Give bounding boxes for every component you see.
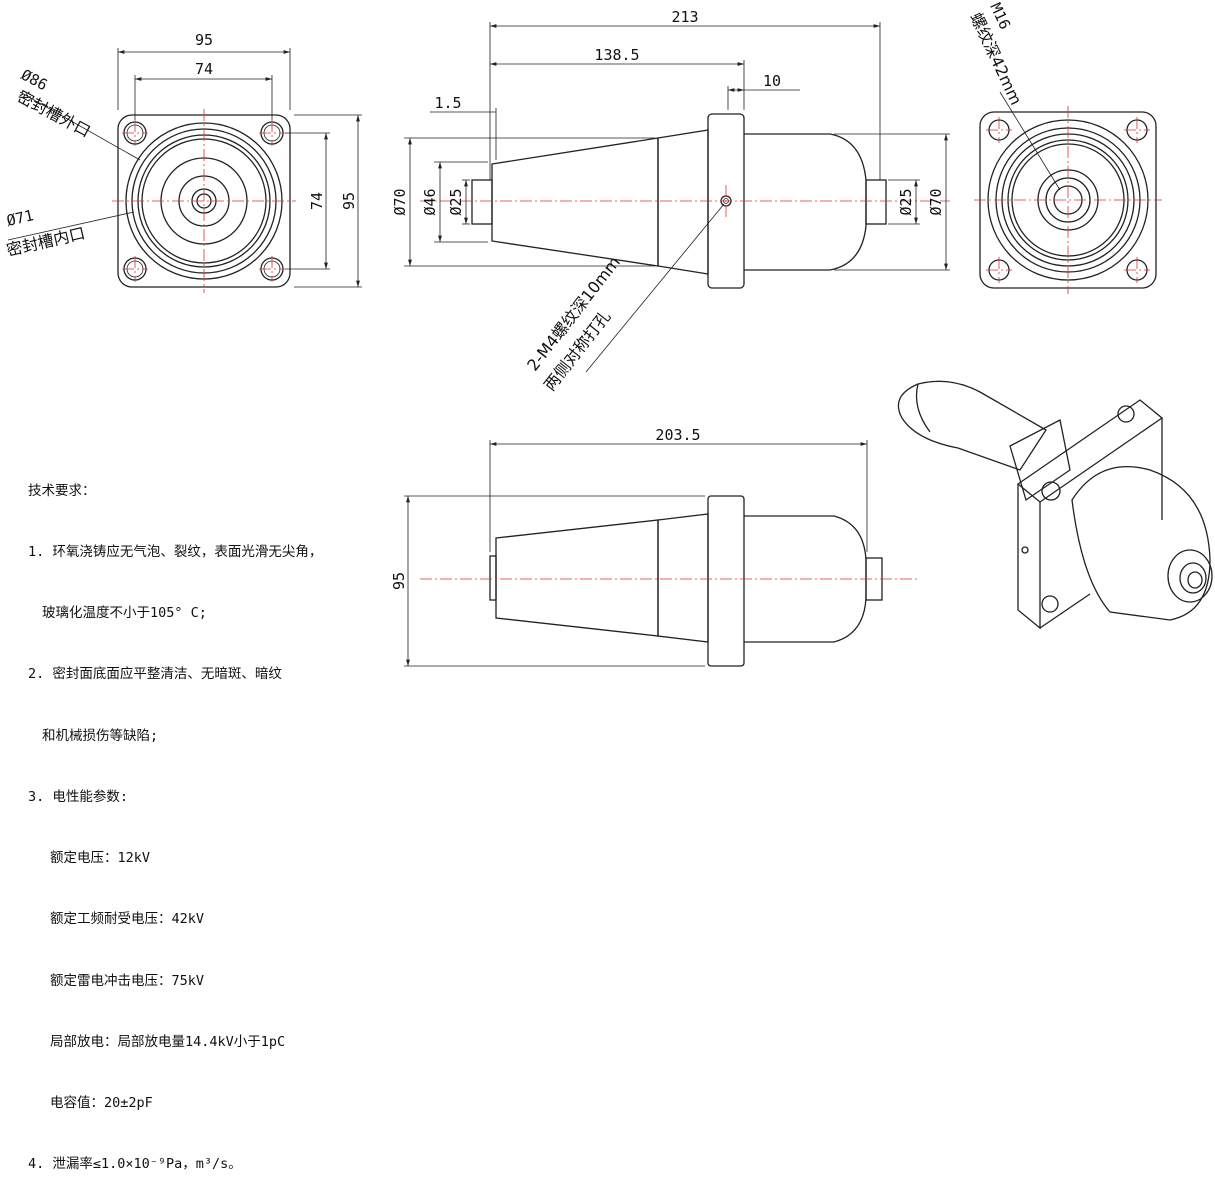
bottom-view: 203.5 95 [390, 426, 920, 667]
note-item-3a: 额定电压：12kV [50, 850, 151, 867]
dim-dia25-right: Ø25 [897, 188, 915, 215]
rear-view: M16 螺纹深42mm [966, 0, 1162, 294]
dim-front-holes-x: 74 [195, 60, 213, 78]
note-item-3e: 电容值：20±2pF [50, 1095, 153, 1111]
dim-bottom-height: 95 [390, 572, 408, 590]
note-item-4: 4. 泄漏率≤1.0×10⁻⁹Pa，m³/s。 [28, 1156, 242, 1173]
note-item-2a: 2. 密封面底面应平整清洁、无暗斑、暗纹 [28, 666, 282, 683]
note-item-3b: 额定工频耐受电压：42kV [50, 911, 205, 928]
label-seal-inner: 密封槽内口 [5, 223, 87, 260]
dim-dia46: Ø46 [421, 188, 439, 215]
dim-step: 1.5 [434, 94, 461, 112]
note-item-3: 3. 电性能参数: [28, 788, 129, 805]
front-view: 95 74 74 95 Ø86 密封槽外口 Ø71 密封槽内口 [5, 31, 362, 293]
dim-dia70-right: Ø70 [927, 188, 945, 215]
note-item-1b: 玻璃化温度不小于105° C; [42, 605, 207, 622]
note-item-3c: 额定雷电冲击电压：75kV [50, 972, 205, 989]
technical-requirements: 技术要求： 1. 环氧浇铸应无气泡、裂纹，表面光滑无尖角， 玻璃化温度不小于10… [28, 440, 322, 1195]
label-seal-outer: 密封槽外口 [14, 87, 94, 141]
notes-title: 技术要求： [28, 482, 96, 499]
dim-front-height: 95 [340, 192, 358, 210]
note-item-1a: 1. 环氧浇铸应无气泡、裂纹，表面光滑无尖角， [28, 544, 323, 561]
dim-front-holes-y: 74 [308, 192, 326, 210]
label-dia71: Ø71 [5, 206, 35, 230]
note-item-2b: 和机械损伤等缺陷; [42, 727, 159, 744]
dim-dia70-left: Ø70 [391, 188, 409, 215]
dim-flange-thk: 10 [763, 72, 781, 90]
side-view: 213 138.5 10 1.5 Ø70 Ø46 Ø25 Ø25 Ø70 [391, 8, 950, 394]
dim-bottom-length: 203.5 [655, 426, 700, 444]
note-item-3d: 局部放电：局部放电量14.4kV小于1pC [50, 1033, 286, 1050]
dim-front-width: 95 [195, 31, 213, 49]
dim-to-flange: 138.5 [594, 46, 639, 64]
isometric-view [897, 380, 1213, 630]
dim-dia25-left: Ø25 [447, 188, 465, 215]
dim-total-length: 213 [671, 8, 698, 26]
technical-drawing: 95 74 74 95 Ø86 密封槽外口 Ø71 密封槽内口 [5, 0, 1213, 667]
